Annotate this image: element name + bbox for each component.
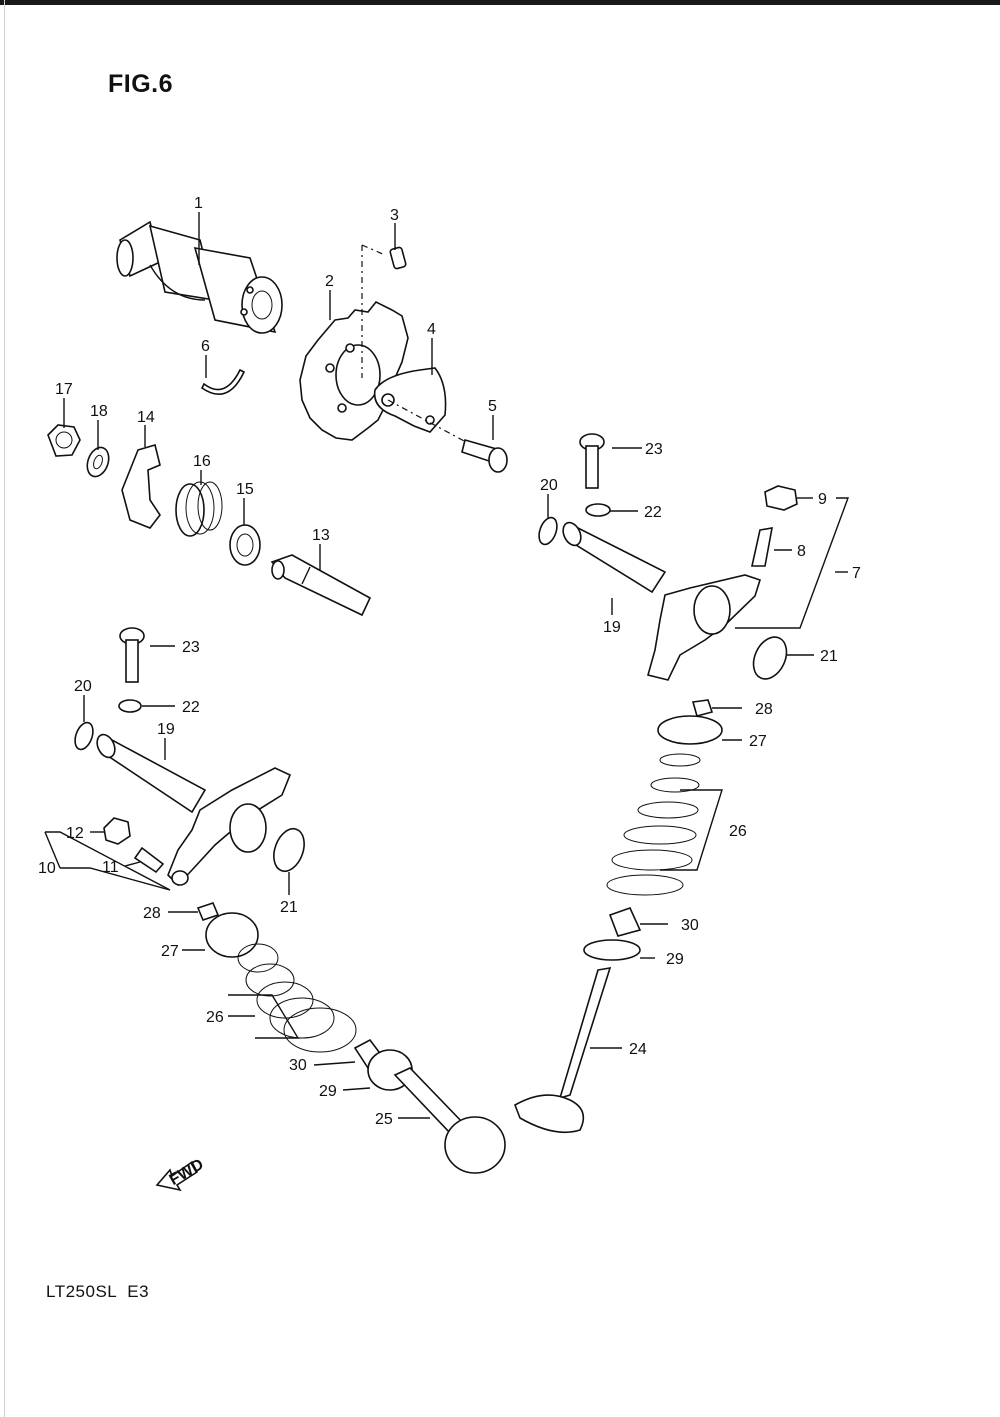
part-rocker-arm-10 bbox=[167, 767, 292, 887]
callout-26-left: 26 bbox=[206, 1009, 224, 1026]
part-valve-25 bbox=[393, 1067, 506, 1174]
part-circlip bbox=[200, 368, 246, 395]
part-cotter-28-right bbox=[691, 699, 714, 717]
callout-21-left: 21 bbox=[280, 899, 298, 916]
model-name: LT250SL bbox=[46, 1282, 118, 1301]
callout-20-right: 20 bbox=[540, 477, 558, 494]
callout-leaders bbox=[44, 212, 850, 1119]
part-rocker-arm-7 bbox=[647, 574, 761, 681]
callout-19-left: 19 bbox=[157, 721, 175, 738]
callout-9: 9 bbox=[818, 491, 827, 508]
part-cotter-28-left bbox=[196, 902, 220, 921]
part-bolt-23-left bbox=[119, 627, 145, 683]
fwd-label: FWD bbox=[167, 1156, 207, 1189]
part-retainer-27-left bbox=[205, 912, 259, 958]
callout-30-right: 30 bbox=[681, 917, 699, 934]
left-border bbox=[4, 0, 5, 1417]
callout-12: 12 bbox=[66, 825, 84, 842]
part-washer-21-left bbox=[273, 827, 305, 873]
part-washer-22-right bbox=[585, 503, 611, 517]
part-bolt-23-right bbox=[579, 433, 605, 489]
callout-27-right: 27 bbox=[749, 733, 767, 750]
part-spring-16 bbox=[175, 481, 223, 537]
region-code: E3 bbox=[127, 1282, 150, 1301]
model-code: LT250SL E3 bbox=[46, 1282, 149, 1302]
callout-24: 24 bbox=[629, 1041, 647, 1058]
part-washer-18 bbox=[86, 446, 110, 478]
callout-27-left: 27 bbox=[161, 943, 179, 960]
callout-3: 3 bbox=[390, 207, 399, 224]
part-screw-8 bbox=[751, 527, 773, 567]
callout-23-right: 23 bbox=[645, 441, 663, 458]
callout-11: 11 bbox=[102, 859, 119, 876]
callout-22-left: 22 bbox=[182, 699, 200, 716]
callout-1: 1 bbox=[194, 195, 203, 212]
callout-18: 18 bbox=[90, 403, 108, 420]
callout-labels: 1 2 3 4 5 6 7 8 9 10 11 12 13 14 15 16 1… bbox=[38, 195, 861, 1128]
callout-29-left: 29 bbox=[319, 1083, 337, 1100]
callout-13: 13 bbox=[312, 527, 330, 544]
part-shaft-19-right bbox=[562, 521, 667, 594]
part-shaft-13 bbox=[270, 554, 372, 617]
part-nut-12 bbox=[103, 817, 131, 845]
callout-28-left: 28 bbox=[143, 905, 161, 922]
callout-16: 16 bbox=[193, 453, 211, 470]
callout-25: 25 bbox=[375, 1111, 393, 1128]
part-plate bbox=[373, 367, 447, 433]
part-spring-26-right bbox=[606, 753, 701, 896]
part-spring-26-left bbox=[237, 943, 357, 1053]
callout-29-right: 29 bbox=[666, 951, 684, 968]
part-pin bbox=[361, 244, 407, 378]
part-oring-20-right bbox=[538, 516, 558, 546]
part-washer-22-left bbox=[118, 699, 142, 713]
callout-6: 6 bbox=[201, 338, 210, 355]
callout-4: 4 bbox=[427, 321, 436, 338]
callout-8: 8 bbox=[797, 543, 806, 560]
callout-20-left: 20 bbox=[74, 678, 92, 695]
part-nut-17 bbox=[47, 424, 81, 457]
callout-5: 5 bbox=[488, 398, 497, 415]
callout-30-left: 30 bbox=[289, 1057, 307, 1074]
part-nut-9 bbox=[764, 485, 798, 511]
callout-15: 15 bbox=[236, 481, 254, 498]
callout-26-right: 26 bbox=[729, 823, 747, 840]
callout-7: 7 bbox=[852, 565, 861, 582]
callout-23-left: 23 bbox=[182, 639, 200, 656]
callout-21-right: 21 bbox=[820, 648, 838, 665]
part-bolt-5 bbox=[387, 399, 508, 473]
part-cam-sprocket bbox=[299, 300, 409, 441]
part-retainer-27-right bbox=[657, 715, 723, 745]
part-seat-29-right bbox=[583, 939, 641, 961]
callout-14: 14 bbox=[137, 409, 155, 426]
forward-arrow: FWD bbox=[155, 1156, 207, 1192]
callout-19-right: 19 bbox=[603, 619, 621, 636]
callout-17: 17 bbox=[55, 381, 73, 398]
callout-22-right: 22 bbox=[644, 504, 662, 521]
part-valve-24 bbox=[514, 966, 612, 1134]
part-screw-11 bbox=[133, 846, 165, 874]
callout-2: 2 bbox=[325, 273, 334, 290]
part-bearing-15 bbox=[229, 524, 261, 566]
part-oring-20-left bbox=[74, 721, 94, 751]
figure-title: FIG.6 bbox=[108, 70, 174, 98]
part-seal-30-right bbox=[608, 907, 642, 937]
callout-10: 10 bbox=[38, 860, 56, 877]
top-border bbox=[0, 0, 1000, 5]
part-washer-21-right bbox=[752, 636, 788, 680]
part-bracket-14 bbox=[121, 443, 161, 529]
part-shaft-19-left bbox=[96, 733, 207, 814]
callout-28-right: 28 bbox=[755, 701, 773, 718]
